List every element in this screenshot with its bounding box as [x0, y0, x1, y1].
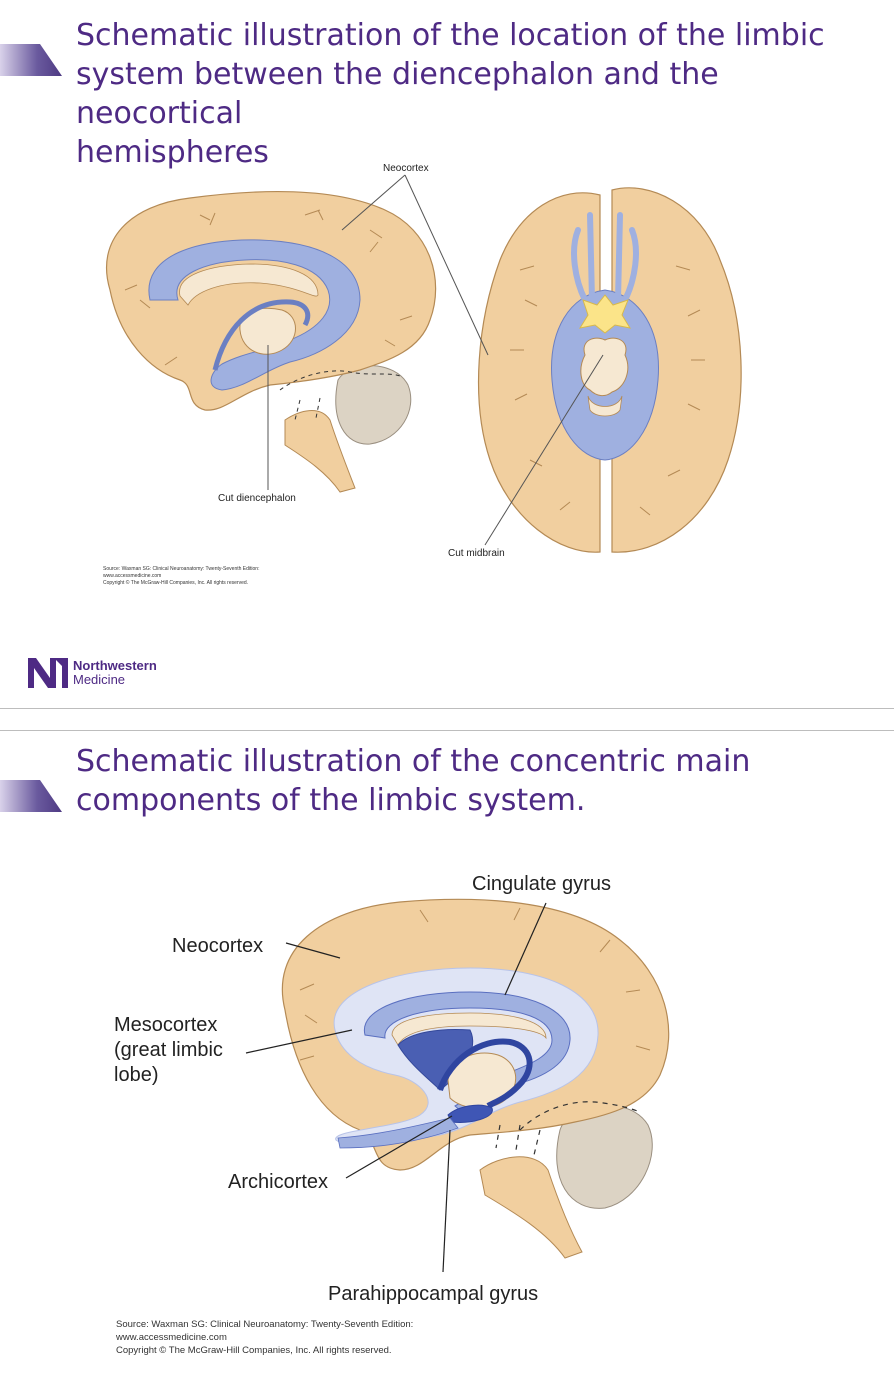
source-line: www.accessmedicine.com [116, 1332, 227, 1343]
corpus-callosum [179, 263, 319, 306]
logo-line-2: Medicine [73, 672, 126, 687]
slide-separator [0, 730, 894, 731]
concentric-limbic-figure: Cingulate gyrus Neocortex Mesocortex (gr… [114, 873, 670, 1305]
limbic-location-figure: Neocortex Cut diencephalon Cut midbrain [105, 163, 742, 559]
slide-1: Schematic illustration of the location o… [0, 16, 876, 690]
logo-line-1: Northwestern [73, 658, 157, 673]
ventricle-horns [571, 212, 639, 303]
dashed-outline [495, 1101, 641, 1156]
parahippocampal-band [337, 1117, 459, 1149]
sulci-left [124, 209, 413, 366]
left-hemisphere [477, 192, 601, 553]
sagittal-brain [105, 190, 437, 493]
midbrain-lower [587, 395, 623, 417]
limbic-ring [148, 239, 361, 391]
corpus-callosum [391, 1012, 547, 1046]
label-mesocortex-sub: (great limbic [114, 1039, 223, 1061]
nm-monogram-icon [28, 658, 68, 688]
midbrain-cut [580, 337, 629, 397]
cerebrum-outline [105, 190, 437, 411]
label-cingulate-gyrus: Cingulate gyrus [472, 873, 611, 895]
slide-2: Schematic illustration of the concentric… [0, 730, 894, 1380]
source-line: Copyright © The McGraw-Hill Companies, I… [116, 1345, 392, 1356]
label-neocortex: Neocortex [172, 935, 263, 957]
source-line: Source: Waxman SG: Clinical Neuroanatomy… [116, 1319, 414, 1330]
sulci [299, 907, 651, 1061]
title-line: hemispheres [76, 135, 269, 170]
title-line: system between the diencephalon and the … [76, 57, 719, 131]
yellow-star [578, 294, 632, 334]
brainstem [479, 1156, 583, 1259]
source-line: Source: Waxman SG: Clinical Neuroanatomy… [103, 566, 260, 572]
label-mesocortex: Mesocortex [114, 1014, 217, 1036]
sulci-right [510, 265, 705, 516]
label-parahippocampal-gyrus: Parahippocampal gyrus [328, 1283, 538, 1305]
source-citation: Source: Waxman SG: Clinical Neuroanatomy… [116, 1318, 413, 1357]
title-line: Schematic illustration of the concentric… [76, 744, 751, 779]
right-hemisphere [611, 187, 742, 553]
horizontal-brain [477, 187, 742, 553]
slide-2-title: Schematic illustration of the concentric… [76, 742, 876, 820]
fornix-arc [212, 299, 311, 371]
archicortex-arc [437, 1038, 533, 1109]
source-citation: Source: Waxman SG: Clinical Neuroanatomy… [103, 566, 259, 587]
leader-lines [267, 174, 604, 546]
title-line: components of the limbic system. [76, 783, 586, 818]
leader-lines [245, 902, 547, 1273]
label-archicortex: Archicortex [228, 1171, 328, 1193]
title-line: Schematic illustration of the location o… [76, 18, 825, 53]
label-mesocortex-sub: lobe) [114, 1064, 158, 1086]
northwestern-medicine-logo: Northwestern Medicine [28, 656, 198, 690]
hippocampus [447, 1104, 493, 1123]
source-line: www.accessmedicine.com [103, 573, 162, 579]
label-cut-diencephalon: Cut diencephalon [218, 493, 296, 504]
cerebellum [335, 365, 412, 445]
label-neocortex: Neocortex [383, 163, 429, 174]
label-cut-midbrain: Cut midbrain [448, 548, 505, 559]
slide-1-title: Schematic illustration of the location o… [76, 16, 876, 172]
dashed-outline [279, 370, 401, 421]
brainstem [284, 410, 356, 493]
source-line: Copyright © The McGraw-Hill Companies, I… [103, 580, 249, 586]
slide-separator [0, 708, 894, 709]
